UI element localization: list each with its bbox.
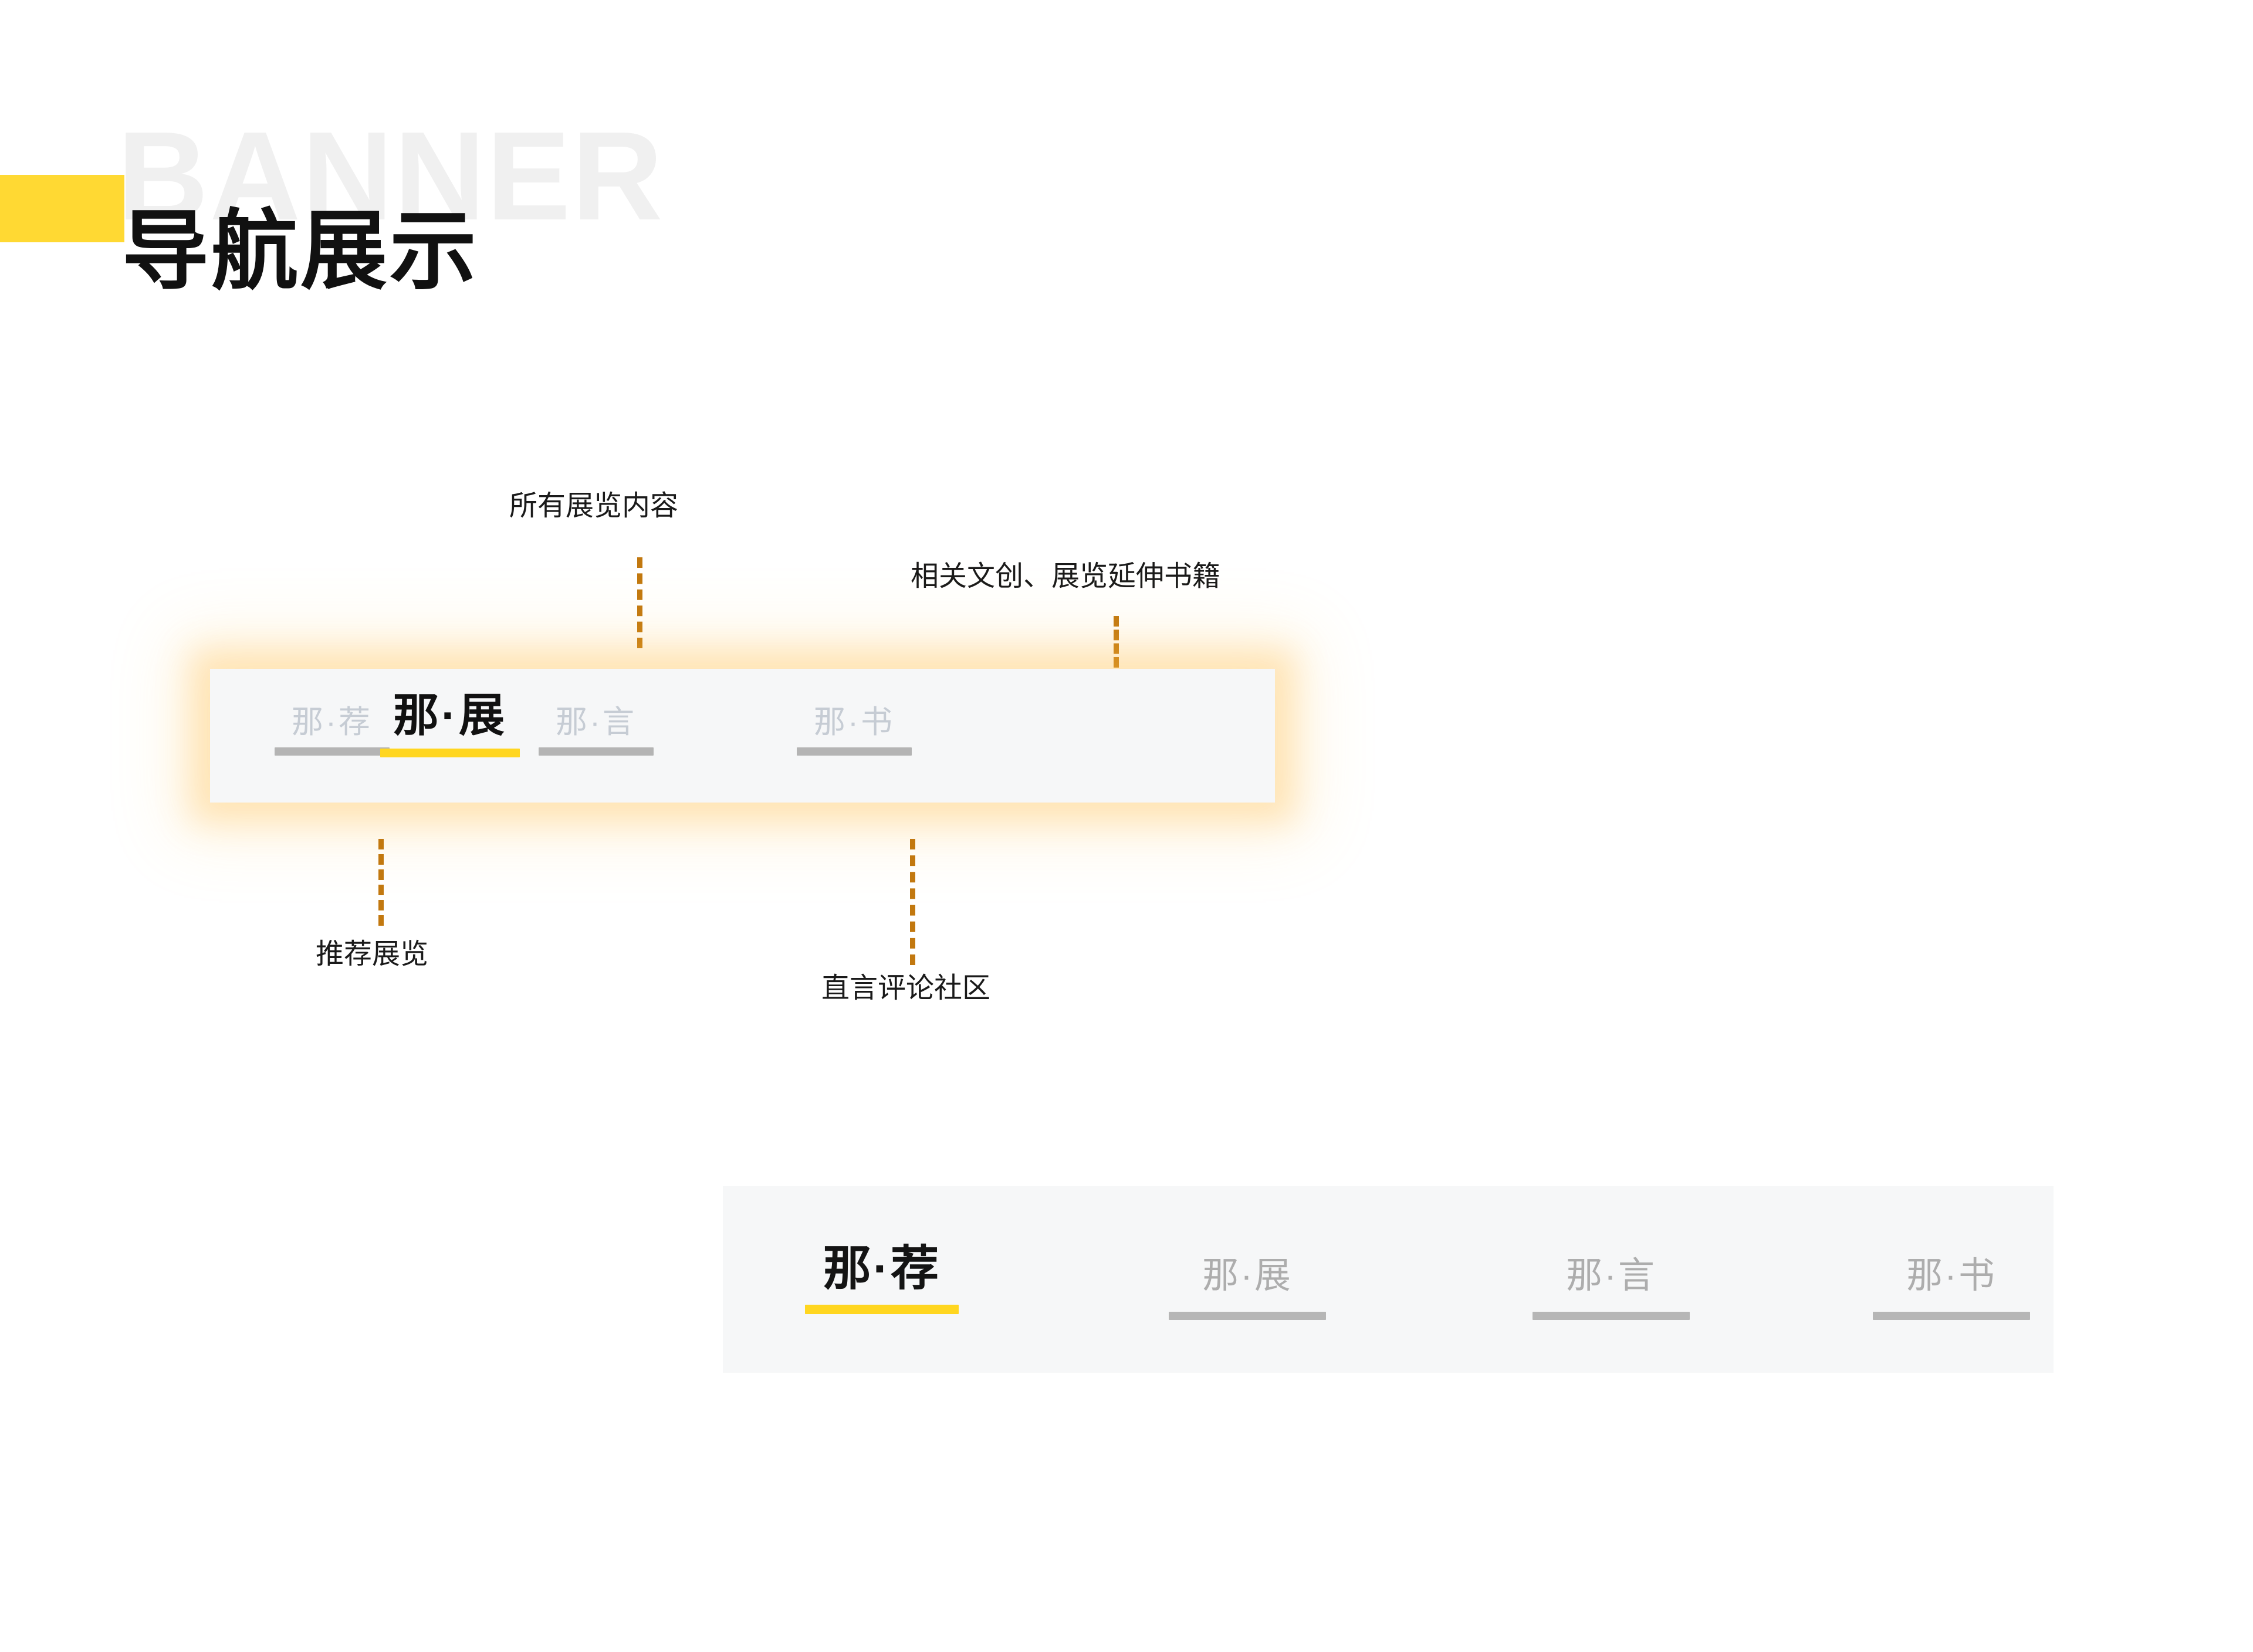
- nav-primary-item-book-label: 那·书: [814, 705, 895, 740]
- nav-primary-item-recommend-label: 那·荐: [292, 705, 373, 740]
- callout-label-books: 相关文创、展览延伸书籍: [911, 561, 1221, 592]
- nav-primary-item-exhibit-label: 那·展: [393, 689, 507, 741]
- nav-secondary-item-recommend-underline-active: [805, 1305, 959, 1314]
- nav-secondary-item-exhibit-underline: [1169, 1312, 1326, 1320]
- callout-label-community: 直言评论社区: [821, 973, 991, 1004]
- nav-primary-item-recommend[interactable]: 那·荐: [275, 706, 390, 756]
- nav-secondary-item-exhibit[interactable]: 那·展: [1169, 1258, 1326, 1320]
- callout-label-all-exhibits: 所有展览内容: [509, 490, 679, 522]
- nav-primary-item-recommend-underline: [275, 747, 390, 756]
- nav-primary-item-comment-label: 那·言: [556, 705, 637, 740]
- nav-primary-item-book-underline: [797, 747, 912, 756]
- leader-line-all-exhibits: [637, 557, 642, 648]
- nav-secondary-item-recommend-label: 那·荐: [823, 1242, 941, 1295]
- leader-line-books: [1114, 616, 1119, 668]
- navbar-primary: 那·荐 那·展 那·言 那·书: [210, 669, 1275, 803]
- header-ghost-word: BANNER: [117, 105, 664, 246]
- navbar-secondary: 那·荐 那·展 那·言 那·书: [723, 1186, 2054, 1373]
- nav-secondary-item-book[interactable]: 那·书: [1873, 1258, 2030, 1320]
- page-header: BANNER 导航展示: [0, 0, 821, 352]
- leader-line-recommend: [378, 839, 384, 926]
- callout-label-recommend: 推荐展览: [316, 939, 429, 970]
- nav-primary-item-comment-underline: [539, 747, 654, 756]
- leader-line-community: [910, 839, 915, 965]
- nav-secondary-item-book-label: 那·书: [1906, 1255, 1997, 1296]
- nav-secondary-item-exhibit-label: 那·展: [1202, 1255, 1293, 1296]
- nav-primary-item-book[interactable]: 那·书: [797, 706, 912, 756]
- nav-secondary-item-comment-label: 那·言: [1566, 1255, 1656, 1296]
- nav-secondary-item-comment[interactable]: 那·言: [1533, 1258, 1690, 1320]
- nav-secondary-item-book-underline: [1873, 1312, 2030, 1320]
- page-title: 导航展示: [122, 203, 479, 300]
- nav-secondary-item-recommend[interactable]: 那·荐: [805, 1245, 959, 1314]
- nav-secondary-item-comment-underline: [1533, 1312, 1690, 1320]
- nav-primary-item-exhibit[interactable]: 那·展: [380, 692, 520, 757]
- nav-primary-item-exhibit-underline-active: [380, 749, 520, 757]
- nav-primary-item-comment[interactable]: 那·言: [539, 706, 654, 756]
- header-accent-bar: [0, 175, 124, 242]
